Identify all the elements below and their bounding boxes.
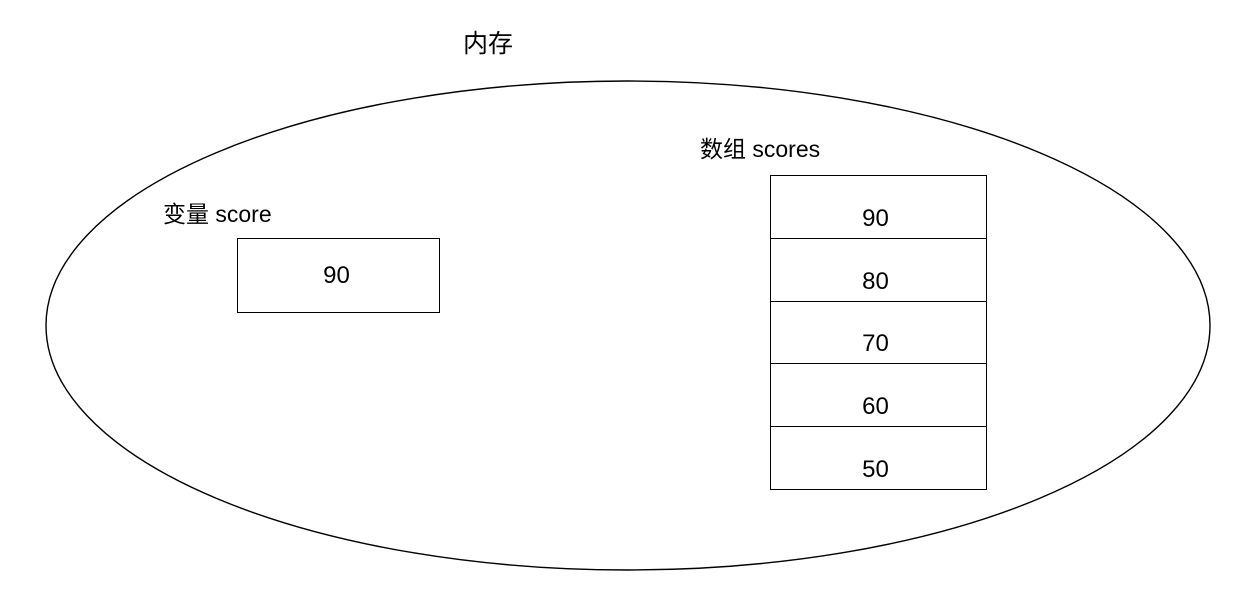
array-cell: 70 [771,302,986,365]
array-cell-value: 50 [862,455,889,483]
array-cell-value: 90 [862,204,889,232]
array-cell: 50 [771,427,986,489]
memory-ellipse-shape [45,80,1211,571]
array-cell-value: 60 [862,393,889,421]
variable-value: 90 [323,261,350,289]
array-cell: 60 [771,364,986,428]
memory-title: 内存 [462,30,513,58]
variable-label: 变量 score [163,201,272,227]
array-box: 90 80 70 60 50 [770,175,987,490]
array-cell-value: 80 [862,267,889,295]
variable-box: 90 [237,238,440,313]
array-label: 数组 scores [700,136,821,162]
array-cell: 90 [771,176,986,239]
array-cell-value: 70 [862,330,889,358]
array-cell: 80 [771,239,986,302]
